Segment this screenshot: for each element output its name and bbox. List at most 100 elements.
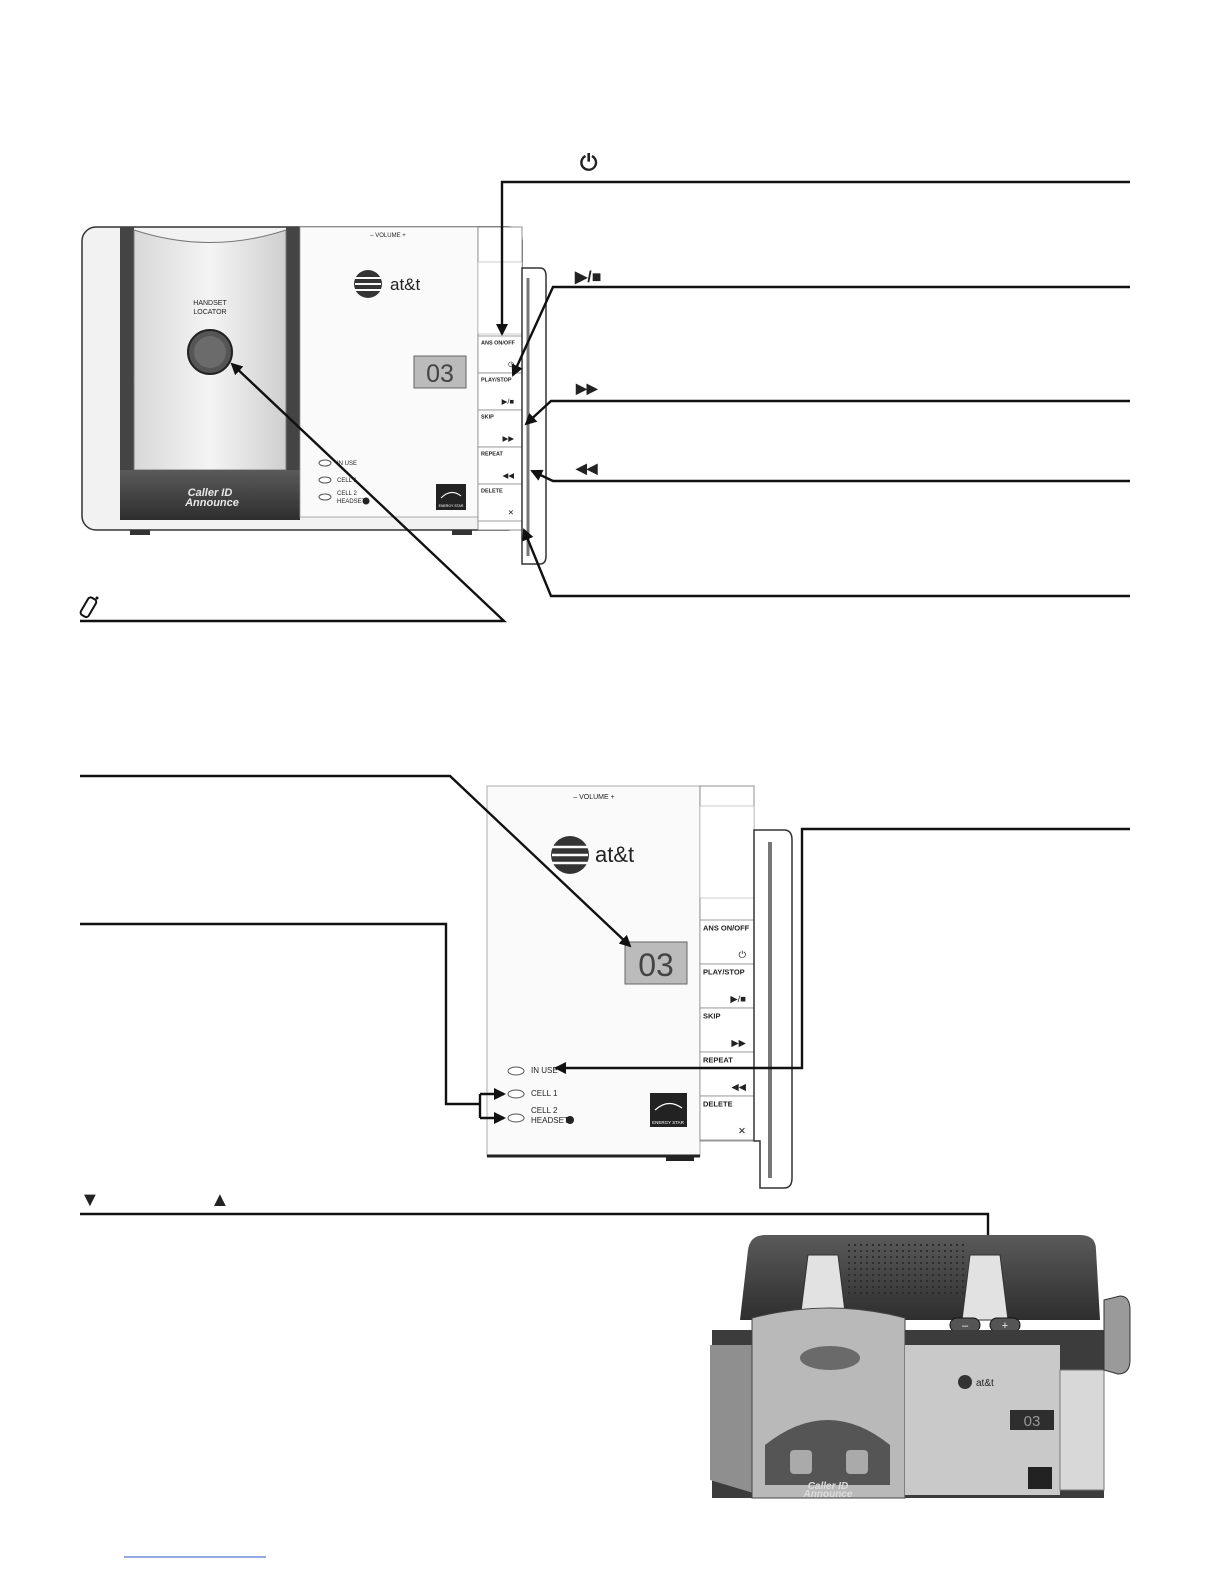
skip-icon: ▶▶ bbox=[575, 380, 599, 396]
bluetooth-icon bbox=[362, 497, 370, 505]
skip-leader bbox=[524, 399, 1130, 426]
upper-button-symbol-0: ⏻ bbox=[508, 360, 515, 369]
lower-button-label-0: ANS ON/OFF bbox=[703, 924, 750, 933]
cell1-led bbox=[318, 476, 332, 484]
upper-brand: at&t bbox=[390, 275, 421, 294]
upper-button-label-3: REPEAT bbox=[481, 452, 504, 458]
lower-button-4[interactable] bbox=[699, 1095, 755, 1141]
lower-button-symbol-0: ⏻ bbox=[738, 950, 746, 961]
lower-energy-star-logo bbox=[650, 1093, 687, 1127]
lower-button-symbol-1: ▶/■ bbox=[730, 994, 746, 1005]
upper-volume-label: – VOLUME + bbox=[370, 233, 406, 239]
upper-display-value: 03 bbox=[426, 360, 454, 388]
repeat-leader bbox=[530, 469, 1130, 483]
top-energy-star-logo bbox=[1028, 1467, 1052, 1489]
upper-indicator-2: CELL 2 bbox=[337, 491, 357, 497]
upper-indicator-0: IN USE bbox=[337, 461, 357, 467]
lower-display-value: 03 bbox=[638, 947, 674, 983]
lower-indicators: IN USE CELL 1 CELL 2 HEADSET bbox=[507, 1066, 574, 1125]
handset-locator-leader bbox=[80, 362, 508, 623]
upper-button-1[interactable] bbox=[477, 372, 523, 411]
upper-button-2[interactable] bbox=[477, 409, 523, 448]
upper-indicator-3: HEADSET bbox=[337, 499, 366, 505]
lower-buttons: ANS ON/OFF ⏻ PLAY/STOP ▶/■ SKIP ▶▶ REPEAT ◀◀ DEL… bbox=[699, 919, 755, 1141]
lower-cell2-led bbox=[507, 1113, 525, 1123]
lower-button-1[interactable] bbox=[699, 963, 755, 1009]
top-att-globe-icon bbox=[958, 1375, 972, 1389]
upper-button-4[interactable] bbox=[477, 483, 523, 522]
cell2-headset-led bbox=[318, 493, 332, 501]
top-view-handle bbox=[1103, 1295, 1131, 1375]
top-view-unit: – + Caller ID Announce at&t 03 bbox=[710, 1235, 1131, 1500]
upper-locator-label-1: HANDSET bbox=[193, 300, 227, 307]
lower-volume-label: – VOLUME + bbox=[573, 794, 614, 801]
in-use-leader bbox=[554, 827, 1130, 1074]
lower-in-use-led bbox=[507, 1066, 525, 1076]
upper-buttons: ANS ON/OFF⏻PLAY/STOP▶/■SKIP▶▶REPEAT◀◀DEL… bbox=[477, 335, 523, 522]
in-use-led bbox=[318, 459, 332, 467]
lower-cell1-led bbox=[507, 1089, 525, 1099]
play-stop-leader bbox=[511, 285, 1130, 377]
upper-button-label-1: PLAY/STOP bbox=[481, 378, 512, 384]
lower-button-2[interactable] bbox=[699, 1007, 755, 1053]
upper-display bbox=[413, 355, 467, 389]
volume-plus-label: + bbox=[1002, 1320, 1008, 1332]
upper-att-logo: at&t bbox=[354, 270, 421, 298]
upper-button-symbol-2: ▶▶ bbox=[502, 434, 515, 443]
top-caller-id-line1: Caller ID bbox=[808, 1481, 849, 1492]
lower-button-label-2: SKIP bbox=[703, 1012, 721, 1021]
lower-button-label-3: REPEAT bbox=[703, 1056, 733, 1065]
lower-indicator-2: CELL 2 bbox=[531, 1106, 558, 1115]
upper-energy-star-text: ENERGY STAR bbox=[439, 504, 464, 508]
upper-button-label-2: SKIP bbox=[481, 415, 494, 421]
top-display bbox=[1010, 1410, 1054, 1430]
upper-button-3[interactable] bbox=[477, 446, 523, 485]
lower-button-window bbox=[699, 805, 755, 899]
lower-button-symbol-2: ▶▶ bbox=[731, 1038, 746, 1049]
volume-up-icon: ▲ bbox=[210, 1189, 230, 1211]
lower-callout-lines bbox=[80, 774, 1130, 1319]
upper-button-symbol-1: ▶/■ bbox=[502, 397, 515, 406]
upper-button-symbol-4: ✕ bbox=[508, 508, 514, 517]
play-stop-icon: ▶/■ bbox=[574, 269, 601, 286]
lower-button-label-1: PLAY/STOP bbox=[703, 968, 745, 977]
upper-callout-lines bbox=[80, 180, 1130, 623]
display-leader bbox=[80, 774, 632, 948]
power-icon: ⏻ bbox=[580, 150, 598, 175]
upper-button-label-4: DELETE bbox=[481, 489, 503, 495]
speaker-grille bbox=[848, 1240, 968, 1295]
cell-indicator-leader bbox=[80, 922, 480, 1106]
lower-base-unit: – VOLUME + at&t 03 IN USE CELL 1 CELL 2 … bbox=[486, 785, 793, 1189]
lower-bluetooth-icon bbox=[566, 1116, 574, 1124]
delete-leader bbox=[522, 528, 1130, 598]
upper-locator-label-2: LOCATOR bbox=[193, 309, 226, 316]
upper-button-label-0: ANS ON/OFF bbox=[481, 341, 516, 347]
handset-locator-button-face bbox=[194, 336, 226, 368]
upper-caller-id-line1: Caller ID bbox=[188, 487, 233, 499]
upper-base-unit: Caller ID Announce HANDSET LOCATOR – VOL… bbox=[81, 226, 547, 565]
upper-right-rail bbox=[286, 227, 300, 517]
lower-energy-star-text: ENERGY STAR bbox=[652, 1120, 685, 1125]
lower-button-label-4: DELETE bbox=[703, 1100, 733, 1109]
top-view-locator bbox=[800, 1346, 860, 1370]
lower-indicator-0: IN USE bbox=[531, 1066, 558, 1075]
repeat-icon: ◀◀ bbox=[575, 460, 598, 476]
upper-energy-star-logo bbox=[436, 484, 466, 510]
lower-att-logo: at&t bbox=[551, 836, 634, 874]
volume-minus-label: – bbox=[962, 1320, 969, 1332]
lower-brand: at&t bbox=[595, 842, 634, 867]
lower-display bbox=[624, 941, 688, 985]
lower-indicator-3: HEADSET bbox=[531, 1116, 569, 1125]
upper-indicators: IN USE CELL 1 CELL 2 HEADSET bbox=[318, 459, 370, 505]
top-view-left-side bbox=[710, 1345, 760, 1495]
lower-button-symbol-3: ◀◀ bbox=[731, 1082, 746, 1093]
ans-onoff-leader bbox=[496, 180, 1130, 336]
lower-side-handle bbox=[753, 829, 793, 1189]
top-caller-id-line2: Announce bbox=[803, 1489, 853, 1500]
lower-indicator-1: CELL 1 bbox=[531, 1089, 558, 1098]
upper-button-window bbox=[477, 261, 523, 335]
volume-down-icon: ▼ bbox=[80, 1189, 100, 1211]
upper-indicator-1: CELL 1 bbox=[337, 478, 357, 484]
right-hook bbox=[961, 1254, 1009, 1321]
top-display-value: 03 bbox=[1024, 1413, 1041, 1430]
